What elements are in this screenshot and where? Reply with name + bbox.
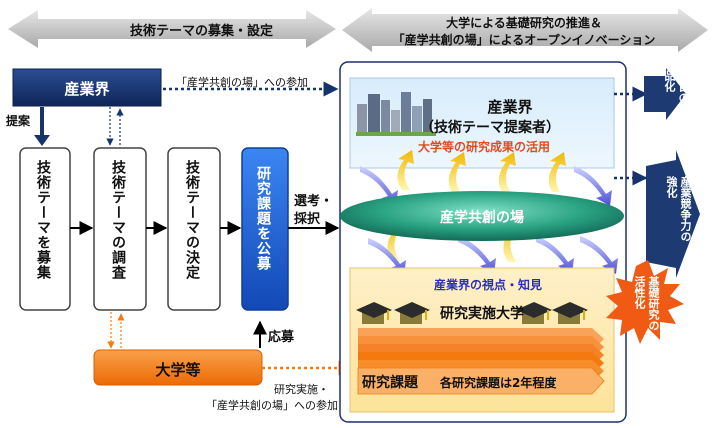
- outcome-1-label: 独自の製品化: [663, 70, 690, 114]
- header-right-line2: 「産学共創の場」によるオープンイノベーション: [392, 33, 656, 47]
- research-note: 各研究課題は2年程度: [440, 376, 557, 390]
- proposal-label: 提案: [6, 114, 31, 128]
- outcome-arrow-2: [646, 150, 700, 278]
- step-4-label: 研究課題を公募: [255, 166, 271, 271]
- outcome-2-label: 産業競争力の強化: [665, 176, 692, 242]
- research-title: 研究課題: [362, 375, 418, 391]
- knowledge-arrows: [360, 166, 618, 276]
- outcome-3-label: 基礎研究の活性化: [633, 276, 660, 331]
- industry-box: [12, 68, 162, 107]
- participation-bottom-line2: 「産学共創の場」への参加: [206, 399, 338, 412]
- selection-line2: 採択: [294, 212, 321, 227]
- university-label: 大学等: [155, 361, 201, 379]
- header-right-line1: 大学による基礎研究の推進＆: [446, 16, 602, 30]
- header-arrow-right: [342, 8, 708, 52]
- step-3-label: 技術テーマの決定: [184, 160, 200, 280]
- step-1-label: 技術テーマを募集: [35, 160, 51, 280]
- industry-label: 産業界: [64, 80, 110, 98]
- viewpoint-label: 産業界の視点・知見: [433, 278, 543, 292]
- forum-ellipse: [340, 191, 624, 241]
- industry-panel-title: 産業界: [487, 98, 533, 116]
- header-arrow-left: [8, 10, 336, 48]
- buildings-icon: [356, 92, 436, 136]
- proposal-arrowhead: [34, 135, 50, 146]
- participation-bottom-line1: 研究実施・: [274, 383, 329, 396]
- participation-top-label: 「産学共創の場」への参加: [176, 76, 308, 89]
- forum-label: 産学共創の場: [440, 210, 524, 226]
- step-2-label: 技術テーマの調査: [110, 160, 126, 280]
- apply-label: 応募: [268, 330, 295, 345]
- research-chevrons: [357, 328, 605, 395]
- research-university-label: 研究実施大学: [440, 306, 524, 322]
- starburst: [606, 260, 684, 344]
- header-left-label: 技術テーマの募集・設定: [130, 24, 274, 39]
- utilization-label: 大学等の研究成果の活用: [417, 140, 551, 154]
- graduation-cap-icons: [356, 302, 588, 324]
- selection-line1: 選考・: [294, 194, 334, 209]
- outcome-arrow-1: [644, 68, 686, 120]
- industry-panel-subtitle: （技術テーマ提案者）: [420, 120, 560, 136]
